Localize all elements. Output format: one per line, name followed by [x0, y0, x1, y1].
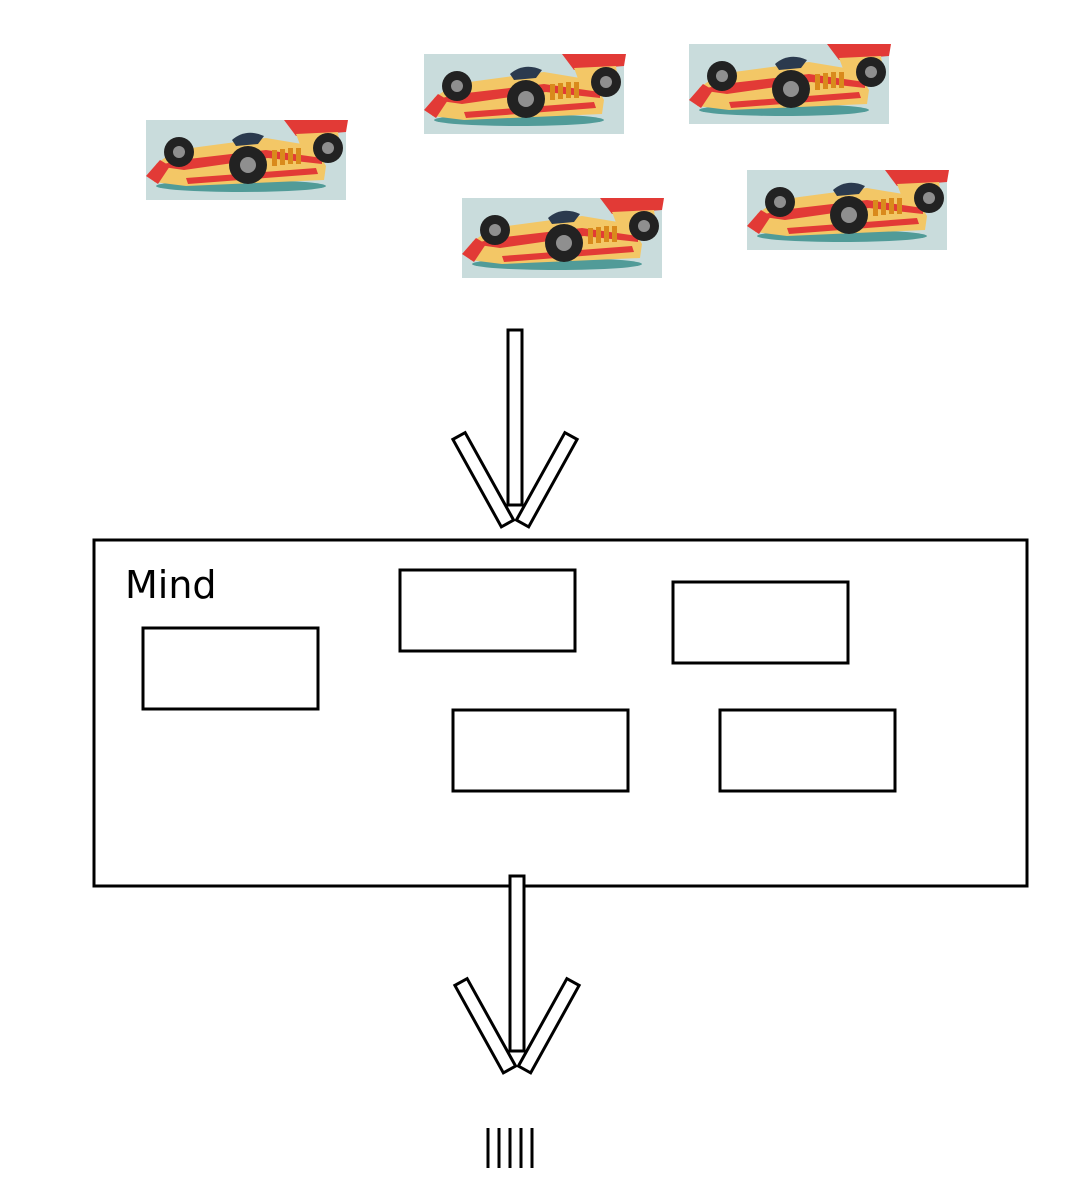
down-arrow-icon	[451, 328, 579, 529]
mind-representation	[718, 708, 897, 793]
mind-representation	[141, 626, 320, 711]
mind-representation	[451, 708, 630, 793]
race-car-icon	[689, 44, 891, 124]
mind-representation	[398, 568, 577, 653]
mind-representation	[671, 580, 850, 665]
race-car-icon	[747, 170, 949, 250]
down-arrow-icon	[453, 874, 581, 1075]
mind-box	[92, 538, 1029, 888]
tally-marks-icon	[486, 1128, 534, 1168]
race-car-icon	[146, 120, 348, 200]
mind-label: Mind	[125, 563, 217, 607]
race-car-icon	[424, 54, 626, 134]
race-car-icon	[462, 198, 664, 278]
